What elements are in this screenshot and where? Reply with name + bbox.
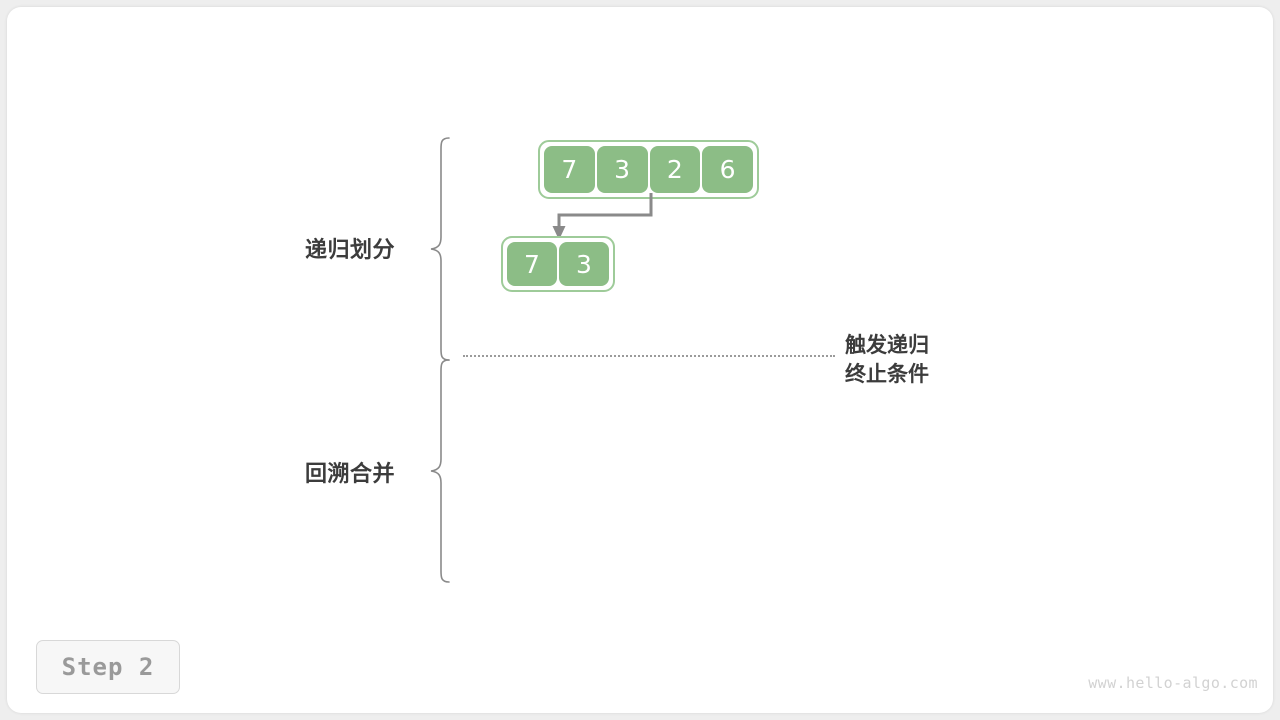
curly-brace-icon — [430, 359, 450, 583]
phase-divider — [463, 355, 835, 357]
array-cell: 6 — [702, 146, 753, 193]
step-badge: Step 2 — [36, 640, 180, 694]
array-cell: 3 — [596, 146, 648, 193]
page-card — [7, 7, 1273, 713]
phase-label-divide: 递归划分 — [305, 238, 396, 263]
array-cell: 3 — [559, 242, 609, 286]
left-subarray: 7 3 — [501, 236, 615, 292]
original-array: 7 3 2 6 — [538, 140, 759, 199]
annotation-line-2: 终止条件 — [845, 362, 929, 386]
array-cell: 7 — [507, 242, 557, 286]
divide-arrow — [540, 193, 670, 243]
watermark: www.hello-algo.com — [1088, 674, 1258, 692]
divide-phase-brace — [428, 136, 454, 362]
phase-label-merge: 回溯合并 — [305, 462, 396, 487]
merge-phase-brace — [428, 358, 454, 584]
array-cell: 2 — [649, 146, 701, 193]
annotation-line-1: 触发递归 — [845, 333, 929, 357]
recursion-termination-annotation: 触发递归 终止条件 — [845, 331, 929, 389]
divide-arrow-icon — [552, 193, 653, 240]
curly-brace-icon — [430, 137, 450, 361]
array-cell: 7 — [544, 146, 595, 193]
